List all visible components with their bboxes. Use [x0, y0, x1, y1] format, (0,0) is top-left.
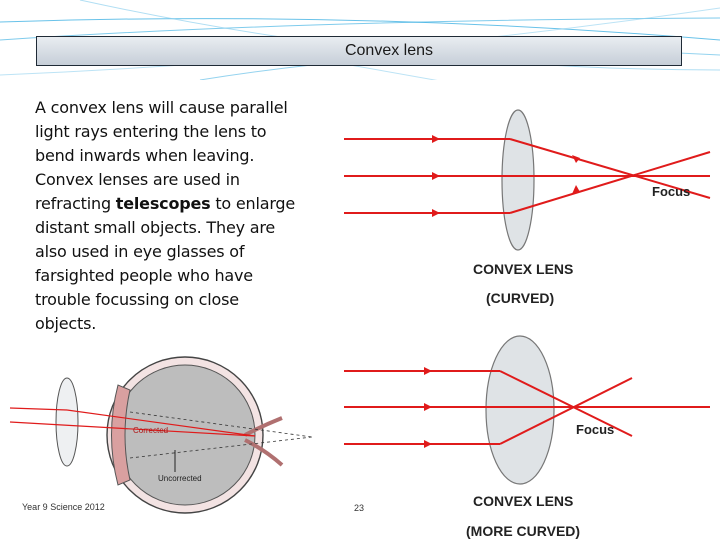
body-text-part2: to enlarge distant small objects. They a…	[35, 194, 296, 333]
focus-label: Focus	[652, 184, 690, 199]
lens-label-2-line1: CONVEX LENS	[473, 493, 573, 509]
corrected-label: Corrected	[133, 426, 168, 435]
convex-lens-shape	[501, 109, 535, 251]
uncorrected-label: Uncorrected	[158, 474, 202, 483]
optic-nerve-shape	[244, 416, 284, 467]
lens-label-line1: CONVEX LENS	[473, 261, 573, 277]
focus-label-2: Focus	[576, 422, 614, 437]
corrective-lens-shape	[55, 377, 79, 467]
convex-lens-more-curved-diagram: Focus CONVEX LENS (MORE CURVED)	[344, 335, 710, 539]
body-paragraph: A convex lens will cause parallel light …	[35, 96, 297, 336]
slide-footer: Year 9 Science 2012	[22, 502, 105, 512]
slide-page-number: 23	[354, 503, 365, 513]
body-text-bold: telescopes	[115, 194, 211, 213]
lens-label-line2: (CURVED)	[486, 290, 554, 306]
slide-title-bar: Convex lens	[36, 36, 682, 66]
eye-diagram: Corrected Uncorrected	[9, 356, 313, 514]
body-text-part1: A convex lens will cause parallel light …	[35, 98, 288, 213]
convex-lens-more-curved-shape	[485, 335, 555, 485]
convex-lens-diagram: Focus CONVEX LENS (CURVED)	[344, 109, 711, 306]
lens-label-2-line2: (MORE CURVED)	[466, 523, 580, 539]
slide-title: Convex lens	[344, 42, 434, 59]
